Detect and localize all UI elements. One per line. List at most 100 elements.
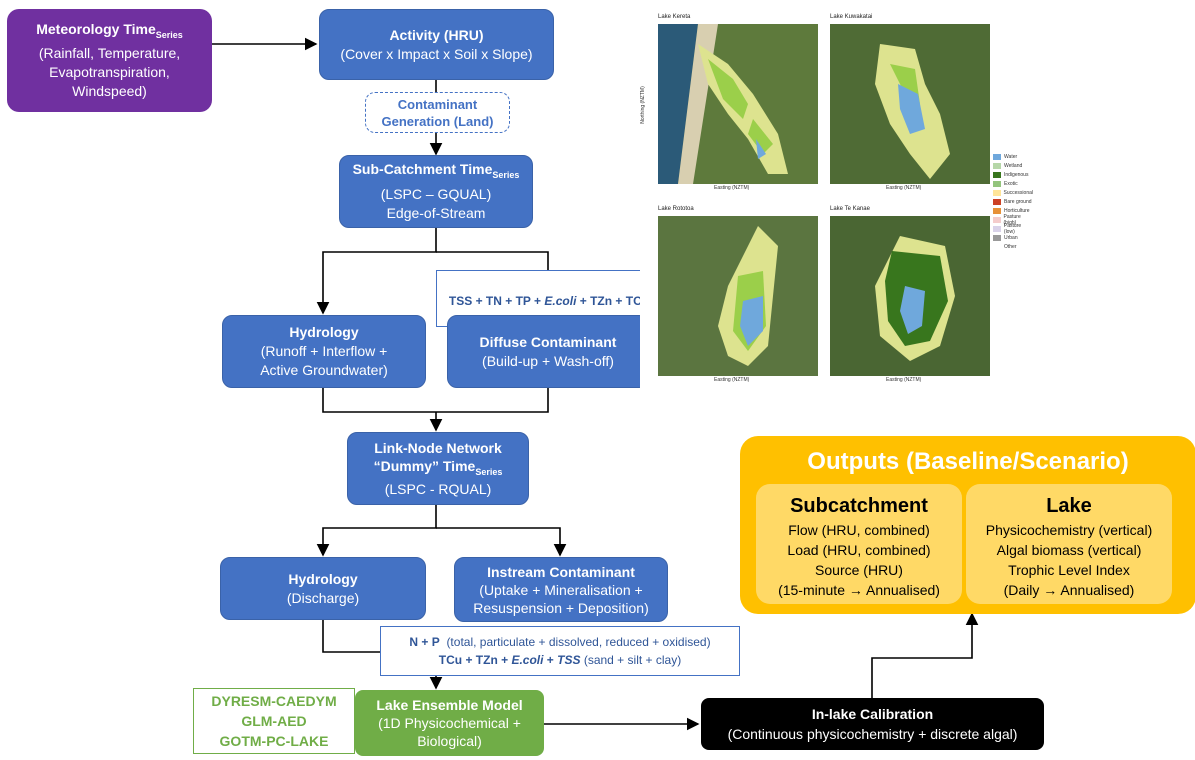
meteorology-line: Evapotranspiration, bbox=[49, 64, 170, 81]
subcatchment-line: (LSPC – GQUAL) bbox=[380, 185, 492, 202]
legend-item: Pasture (high) bbox=[993, 213, 1033, 226]
legend-label: Wetland bbox=[1004, 162, 1023, 169]
hydrology-top-title: Hydrology bbox=[289, 324, 359, 340]
legend-label: Indigenous bbox=[1004, 171, 1029, 178]
in-lake-calibration-box: In-lake Calibration (Continuous physicoc… bbox=[701, 698, 1044, 750]
outputs-item: (Daily → Annualised) bbox=[1003, 582, 1135, 598]
map-panel-te-kanae: Lake Te Kanae Easting (NZTM) bbox=[822, 204, 1002, 384]
legend-item: Other bbox=[993, 242, 1033, 251]
legend-label: Exotic bbox=[1004, 180, 1018, 187]
outputs-item: Source (HRU) bbox=[815, 562, 903, 578]
legend-swatch bbox=[993, 216, 1001, 223]
outputs-item: Physicochemistry (vertical) bbox=[985, 522, 1153, 538]
legend-item: Wetland bbox=[993, 161, 1033, 170]
outputs-lake: Lake Physicochemistry (vertical) Algal b… bbox=[966, 484, 1172, 604]
link-node-line: (LSPC - RQUAL) bbox=[384, 481, 492, 498]
diffuse-contaminant-box: Diffuse Contaminant (Build-up + Wash-off… bbox=[447, 315, 649, 388]
satellite-map bbox=[658, 216, 818, 376]
instream-contaminant-box: Instream Contaminant (Uptake + Mineralis… bbox=[454, 557, 668, 622]
legend-label: Water bbox=[1004, 153, 1018, 160]
map-image bbox=[830, 216, 990, 376]
legend-item: Indigenous bbox=[993, 170, 1033, 179]
instream-title: Instream Contaminant bbox=[487, 563, 635, 580]
subcatchment-title: Sub-Catchment TimeSeries bbox=[352, 161, 520, 180]
diffuse-text: (Build-up + Wash-off) bbox=[482, 352, 614, 369]
map-xlabel: Easting (NZTM) bbox=[886, 377, 922, 383]
legend-label: Horticulture bbox=[1004, 207, 1030, 214]
constituents-np: N + P (total, particulate + dissolved, r… bbox=[409, 635, 711, 649]
outputs-item: Flow (HRU, combined) bbox=[788, 522, 930, 538]
map-xlabel: Easting (NZTM) bbox=[714, 185, 750, 191]
hydrology-bottom-box: Hydrology (Discharge) bbox=[220, 557, 426, 620]
contaminant-generation-line: Contaminant bbox=[397, 96, 478, 112]
instream-line: Resuspension + Deposition) bbox=[473, 599, 649, 616]
hydrology-bottom-text: (Discharge) bbox=[286, 589, 360, 606]
lake-catchment-maps: Lake Kereta Easting (NZTM) Northing (NZT… bbox=[640, 8, 1040, 408]
link-node-title: Link-Node Network bbox=[374, 439, 502, 456]
satellite-map bbox=[658, 24, 818, 184]
legend-label: Pasture (low) bbox=[1003, 222, 1022, 235]
map-panel-title: Lake Te Kanae bbox=[830, 206, 870, 212]
map-xlabel: Easting (NZTM) bbox=[886, 185, 922, 191]
legend-item: Urban bbox=[993, 233, 1033, 242]
legend-swatch bbox=[993, 243, 1001, 250]
map-image bbox=[830, 24, 990, 184]
link-node-dummy: “Dummy” TimeSeries bbox=[373, 457, 503, 477]
map-image bbox=[658, 24, 818, 184]
model-name: GLM-AED bbox=[241, 713, 307, 729]
meteorology-box: Meteorology TimeSeries (Rainfall, Temper… bbox=[7, 9, 212, 112]
activity-text: (Cover x Impact x Soil x Slope) bbox=[340, 45, 533, 62]
legend-swatch bbox=[993, 171, 1001, 178]
activity-box: Activity (HRU) (Cover x Impact x Soil x … bbox=[319, 9, 554, 80]
map-panel-title: Lake Kereta bbox=[658, 14, 691, 20]
map-xlabel: Easting (NZTM) bbox=[714, 377, 750, 383]
map-panel-kereta: Lake Kereta Easting (NZTM) Northing (NZT… bbox=[640, 12, 824, 192]
outputs-title: Outputs (Baseline/Scenario) bbox=[807, 448, 1129, 475]
diffuse-title: Diffuse Contaminant bbox=[479, 333, 617, 350]
legend-item: Exotic bbox=[993, 179, 1033, 188]
hydrology-bottom-title: Hydrology bbox=[288, 570, 358, 587]
outputs-panel: Outputs (Baseline/Scenario) Subcatchment… bbox=[740, 436, 1195, 614]
subcatchment-line: Edge-of-Stream bbox=[386, 204, 486, 221]
map-panel-rototoa: Lake Rototoa Easting (NZTM) bbox=[644, 204, 824, 384]
map-panel-kuwakatai: Lake Kuwakatai Easting (NZTM) bbox=[822, 12, 1002, 192]
legend-label: Successional bbox=[1003, 189, 1033, 196]
lake-models-box: DYRESM-CAEDYM GLM-AED GOTM-PC-LAKE bbox=[193, 688, 355, 754]
model-name: GOTM-PC-LAKE bbox=[219, 733, 329, 749]
legend-item: Water bbox=[993, 152, 1033, 161]
outputs-item: Load (HRU, combined) bbox=[787, 542, 931, 558]
meteorology-line: (Rainfall, Temperature, bbox=[38, 45, 181, 62]
legend-swatch bbox=[993, 225, 1001, 232]
instream-line: (Uptake + Mineralisation + bbox=[479, 581, 643, 598]
outputs-subcatchment-heading: Subcatchment bbox=[790, 495, 928, 517]
lake-ensemble-title: Lake Ensemble Model bbox=[376, 697, 523, 713]
legend-item: Successional bbox=[993, 188, 1033, 197]
legend-swatch bbox=[993, 234, 1001, 241]
outputs-subcatchment: Subcatchment Flow (HRU, combined) Load (… bbox=[756, 484, 962, 604]
contaminant-generation-box: Contaminant Generation (Land) bbox=[365, 92, 510, 133]
satellite-map bbox=[830, 216, 990, 376]
calibration-title: In-lake Calibration bbox=[811, 706, 934, 722]
legend-swatch bbox=[993, 180, 1001, 187]
map-panel-title: Lake Rototoa bbox=[658, 206, 694, 212]
satellite-map bbox=[830, 24, 990, 184]
constituents-metals: TCu + TZn + E.coli + TSS (sand + silt + … bbox=[438, 653, 682, 667]
calibration-text: (Continuous physicochemistry + discrete … bbox=[727, 726, 1018, 742]
meteorology-title: Meteorology TimeSeries bbox=[36, 20, 183, 40]
outputs-item: (15-minute → Annualised) bbox=[778, 582, 940, 598]
constituents-bottom-box: N + P (total, particulate + dissolved, r… bbox=[380, 626, 740, 676]
contaminant-generation-line: Generation (Land) bbox=[381, 113, 494, 129]
link-node-network-box: Link-Node Network “Dummy” TimeSeries (LS… bbox=[347, 432, 529, 505]
hydrology-top-line: Active Groundwater) bbox=[260, 362, 388, 378]
constituents-top-text: TSS + TN + TP + E.coli + TZn + TCu bbox=[448, 294, 650, 308]
legend-label: Urban bbox=[1004, 234, 1018, 241]
legend-item: Pasture (low) bbox=[993, 222, 1033, 235]
hydrology-top-box: Hydrology (Runoff + Interflow + Active G… bbox=[222, 315, 426, 388]
model-name: DYRESM-CAEDYM bbox=[211, 693, 337, 709]
map-image bbox=[658, 216, 818, 376]
subcatchment-timeseries-box: Sub-Catchment TimeSeries (LSPC – GQUAL) … bbox=[339, 155, 533, 228]
legend-label: Pasture (high) bbox=[1003, 213, 1021, 226]
legend-item: Bare ground bbox=[993, 197, 1033, 206]
